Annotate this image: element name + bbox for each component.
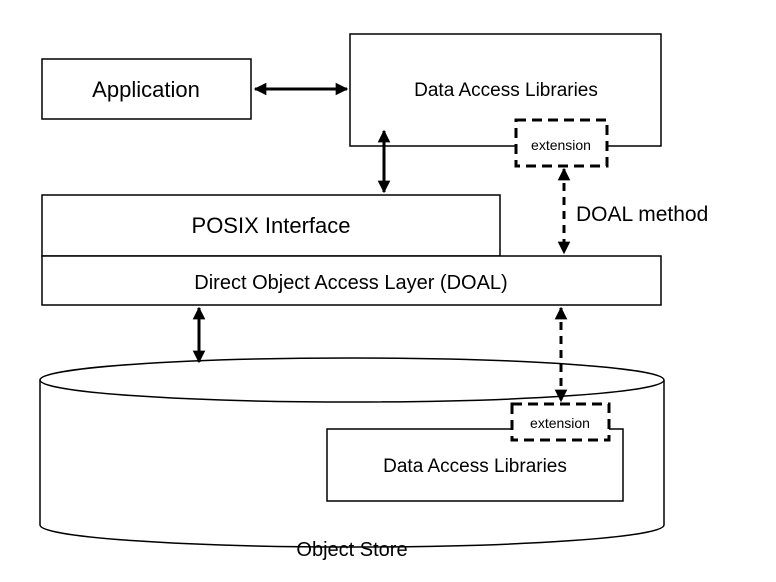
extension-top-box	[514, 118, 609, 168]
application-box	[41, 58, 252, 120]
extension-bottom-box	[510, 402, 611, 442]
object-store-label: Object Store	[296, 539, 407, 561]
doal-layer-label: Direct Object Access Layer (DOAL)	[194, 272, 507, 294]
posix-interface-box	[41, 194, 501, 257]
extension-bottom-label: extension	[530, 415, 590, 431]
doal-method-label: DOAL method	[576, 203, 708, 226]
data-access-libraries-bottom-label: Data Access Libraries	[383, 456, 567, 477]
data-access-libraries-top-label: Data Access Libraries	[414, 80, 598, 101]
data-access-libraries-top-box	[349, 33, 662, 147]
extension-top-label: extension	[531, 137, 591, 153]
posix-interface-label: POSIX Interface	[192, 213, 351, 238]
application-label: Application	[92, 77, 200, 102]
doal-layer-box	[41, 255, 662, 306]
